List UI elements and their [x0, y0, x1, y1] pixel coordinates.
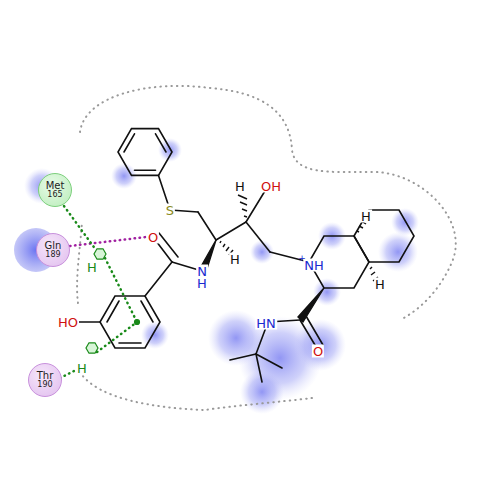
- residue-circle: Thr190: [28, 363, 62, 397]
- interaction-lines: [60, 206, 146, 378]
- hydroxyl-group: HO: [57, 316, 79, 329]
- pocket-contour: [77, 86, 456, 410]
- residue-circle: Gln189: [36, 233, 70, 267]
- ligand-bonds: [78, 129, 414, 382]
- stereo-bonds: [199, 195, 378, 322]
- ammonium-nitrogen: NH: [303, 259, 325, 272]
- amide-hydrogen: H: [196, 277, 208, 290]
- carbonyl-oxygen: O: [147, 231, 159, 244]
- hydroxyl-group: OH: [260, 180, 282, 193]
- carbonyl-oxygen: O: [312, 345, 324, 358]
- residue-number: 165: [47, 191, 62, 199]
- exposure-halos: [14, 138, 419, 414]
- residue-circle: Met165: [38, 173, 72, 207]
- stereo-hydrogen: H: [360, 210, 372, 223]
- amide-nitrogen: HN: [255, 317, 277, 330]
- pi-ring-icons: [86, 249, 140, 353]
- stereo-hydrogen: H: [234, 180, 246, 193]
- residue-name: Gln: [45, 241, 62, 252]
- pi-hydrogen: H: [76, 362, 88, 375]
- residue-number: 190: [37, 381, 52, 389]
- pi-hydrogen: H: [86, 261, 98, 274]
- charge-sign: +: [297, 254, 307, 263]
- stereo-hydrogen: H: [374, 278, 386, 291]
- stereo-hydrogen: H: [229, 253, 241, 266]
- sulfur-atom: S: [165, 204, 175, 217]
- residue-name: Met: [46, 181, 65, 192]
- residue-number: 189: [45, 251, 60, 259]
- residue-name: Thr: [37, 371, 54, 382]
